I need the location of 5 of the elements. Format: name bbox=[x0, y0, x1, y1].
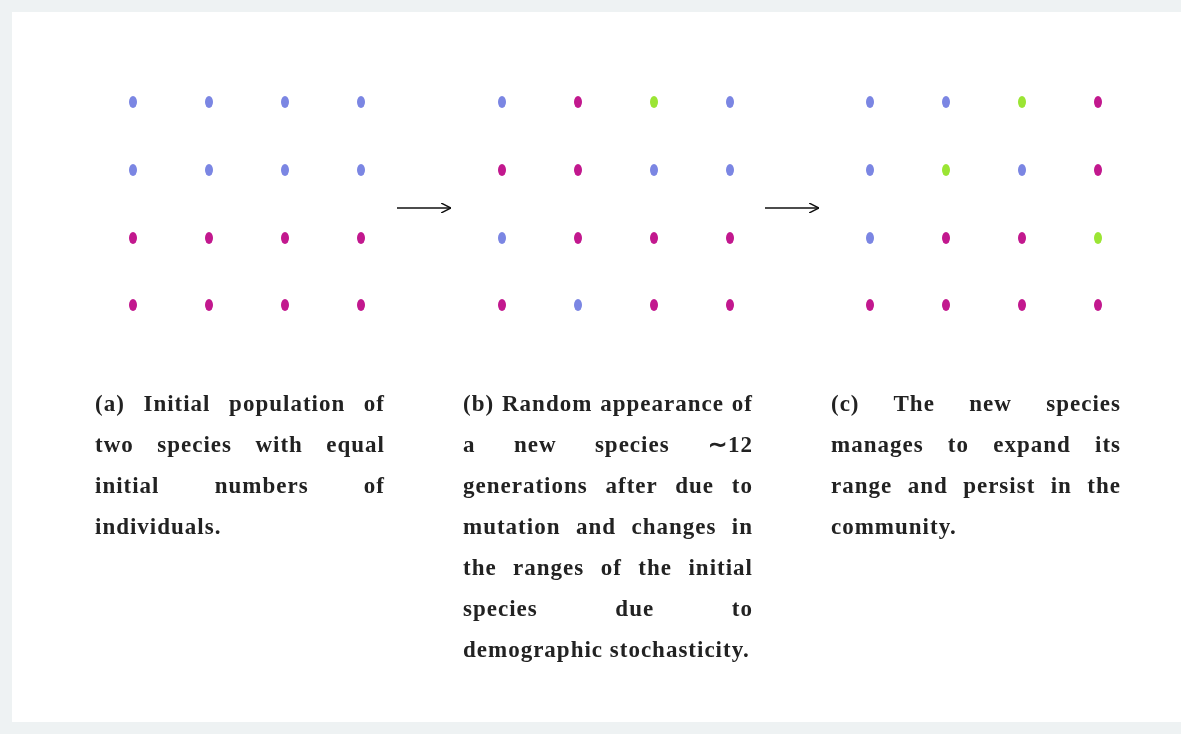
arrow bbox=[764, 202, 820, 214]
panel-label: (b) Random appearance of a new species ∼12 generations after due to mutation and changes in the ranges of the initial species due to demographic stochasticity. bbox=[463, 390, 753, 664]
panel-label: (c) The new species manages to expand its range and persist in the community. bbox=[831, 390, 1121, 541]
panel-label: (a) Initial population of two species with equal initial numbers of individuals. bbox=[95, 390, 385, 541]
arrow bbox=[396, 202, 452, 214]
